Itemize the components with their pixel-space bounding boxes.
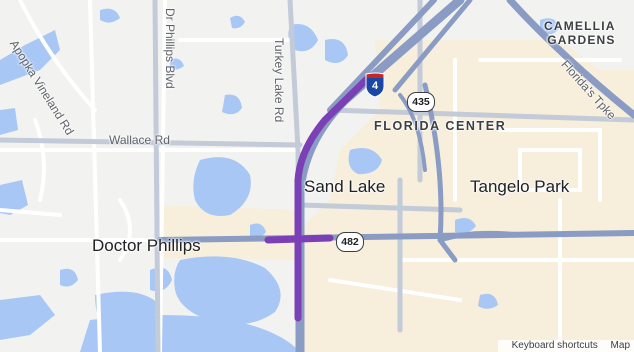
state-road-shield-icon: 435 — [407, 92, 435, 112]
interstate-shield-icon: 4 — [364, 72, 386, 98]
state-road-shield-icon: 482 — [336, 232, 364, 252]
route-line — [264, 74, 372, 322]
keyboard-shortcuts-link[interactable]: Keyboard shortcuts — [511, 340, 598, 351]
road-label-dr-phillips-blvd: Dr Phillips Blvd — [163, 8, 177, 89]
place-label-doctor-phillips: Doctor Phillips — [92, 236, 201, 255]
map-attribution: Keyboard shortcuts Map — [497, 340, 634, 352]
camellia-line-1: CAMELLIA — [544, 19, 616, 33]
place-label-camellia-gardens: CAMELLIA GARDENS — [544, 20, 616, 46]
urban-area-dr-phillips — [155, 205, 300, 260]
road-label-turkey-lake: Turkey Lake Rd — [272, 38, 286, 123]
road-label-wallace: Wallace Rd — [109, 133, 170, 147]
place-label-tangelo-park: Tangelo Park — [470, 177, 570, 196]
camellia-line-2: GARDENS — [547, 33, 616, 47]
interstate-number: 4 — [371, 80, 379, 92]
place-label-sand-lake: Sand Lake — [304, 177, 386, 196]
map-data-link[interactable]: Map — [610, 340, 630, 351]
place-label-florida-center: FLORIDA CENTER — [374, 119, 507, 133]
